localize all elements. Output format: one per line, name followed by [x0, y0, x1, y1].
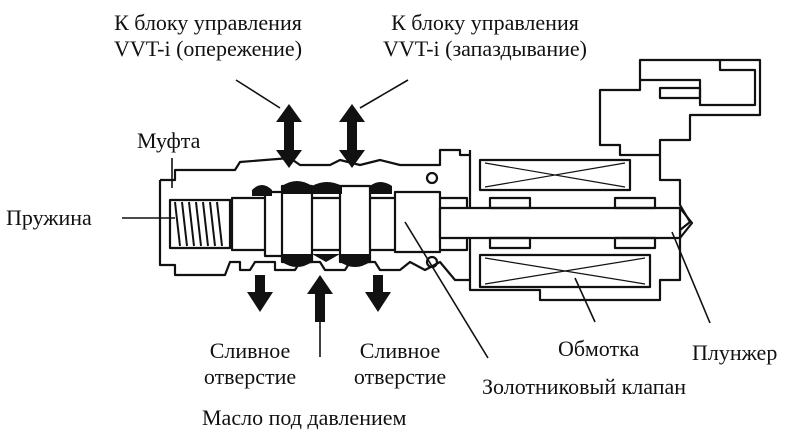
label-advance-line2: VVT-i (опережение) [113, 36, 303, 61]
label-retard-port: К блоку управления VVT-i (запаздывание) [360, 10, 610, 62]
label-drain-right-line2: отверстие [353, 364, 447, 389]
label-retard-line2: VVT-i (запаздывание) [383, 36, 587, 61]
leader-coil [574, 277, 596, 323]
bearing-right [613, 196, 657, 210]
bearing-left-b [488, 236, 532, 250]
coil-lower-winding [484, 257, 646, 285]
sleeve-housing [160, 148, 470, 182]
label-drain-left: Сливное отверстие [190, 338, 310, 390]
coil-upper [478, 158, 632, 192]
spring-chamber [168, 198, 232, 250]
solenoid-housing [468, 58, 762, 302]
arrow-advance-icon [276, 104, 302, 168]
seal [282, 254, 312, 267]
label-sleeve: Муфта [137, 128, 201, 153]
arrow-drain-left-icon [247, 275, 273, 312]
seal [282, 181, 312, 194]
label-advance-port: К блоку управления VVT-i (опережение) [88, 10, 328, 62]
leader-plunger [671, 231, 711, 324]
arrow-retard-icon [339, 104, 365, 168]
plunger-tip [679, 207, 694, 239]
label-spool-valve: Золотниковый клапан [482, 374, 687, 399]
label-spring: Пружина [6, 205, 92, 230]
seal [312, 254, 340, 262]
label-drain-left-line1: Сливное [209, 338, 291, 363]
coil-lower [478, 253, 652, 289]
seal [312, 182, 342, 194]
label-advance-line1: К блоку управления [114, 10, 302, 35]
arrow-drain-right-icon [365, 275, 391, 312]
bearing-left [488, 196, 532, 210]
coil-upper-winding [484, 162, 626, 188]
label-drain-right: Сливное отверстие [340, 338, 460, 390]
label-retard-line1: К блоку управления [391, 10, 579, 35]
leader-retard [359, 79, 409, 109]
spool-land-3 [338, 184, 372, 264]
spool-land-2 [280, 184, 314, 264]
seal [340, 254, 370, 267]
connector [640, 60, 757, 107]
arrow-pressure-icon [307, 275, 333, 322]
label-pressure-oil: Масло под давлением [202, 405, 407, 430]
seal [370, 182, 392, 194]
connector-pin [658, 86, 702, 100]
label-coil: Обмотка [558, 336, 640, 361]
label-drain-right-line1: Сливное [359, 338, 441, 363]
label-drain-left-line2: отверстие [203, 364, 297, 389]
bearing-right-b [613, 236, 657, 250]
spring-icon [174, 201, 223, 247]
detail-ring [425, 171, 439, 185]
label-plunger: Плунжер [692, 340, 778, 365]
shaft [438, 206, 682, 240]
seal [252, 185, 272, 196]
leader-spool [404, 221, 489, 359]
leader-advance [235, 79, 281, 109]
